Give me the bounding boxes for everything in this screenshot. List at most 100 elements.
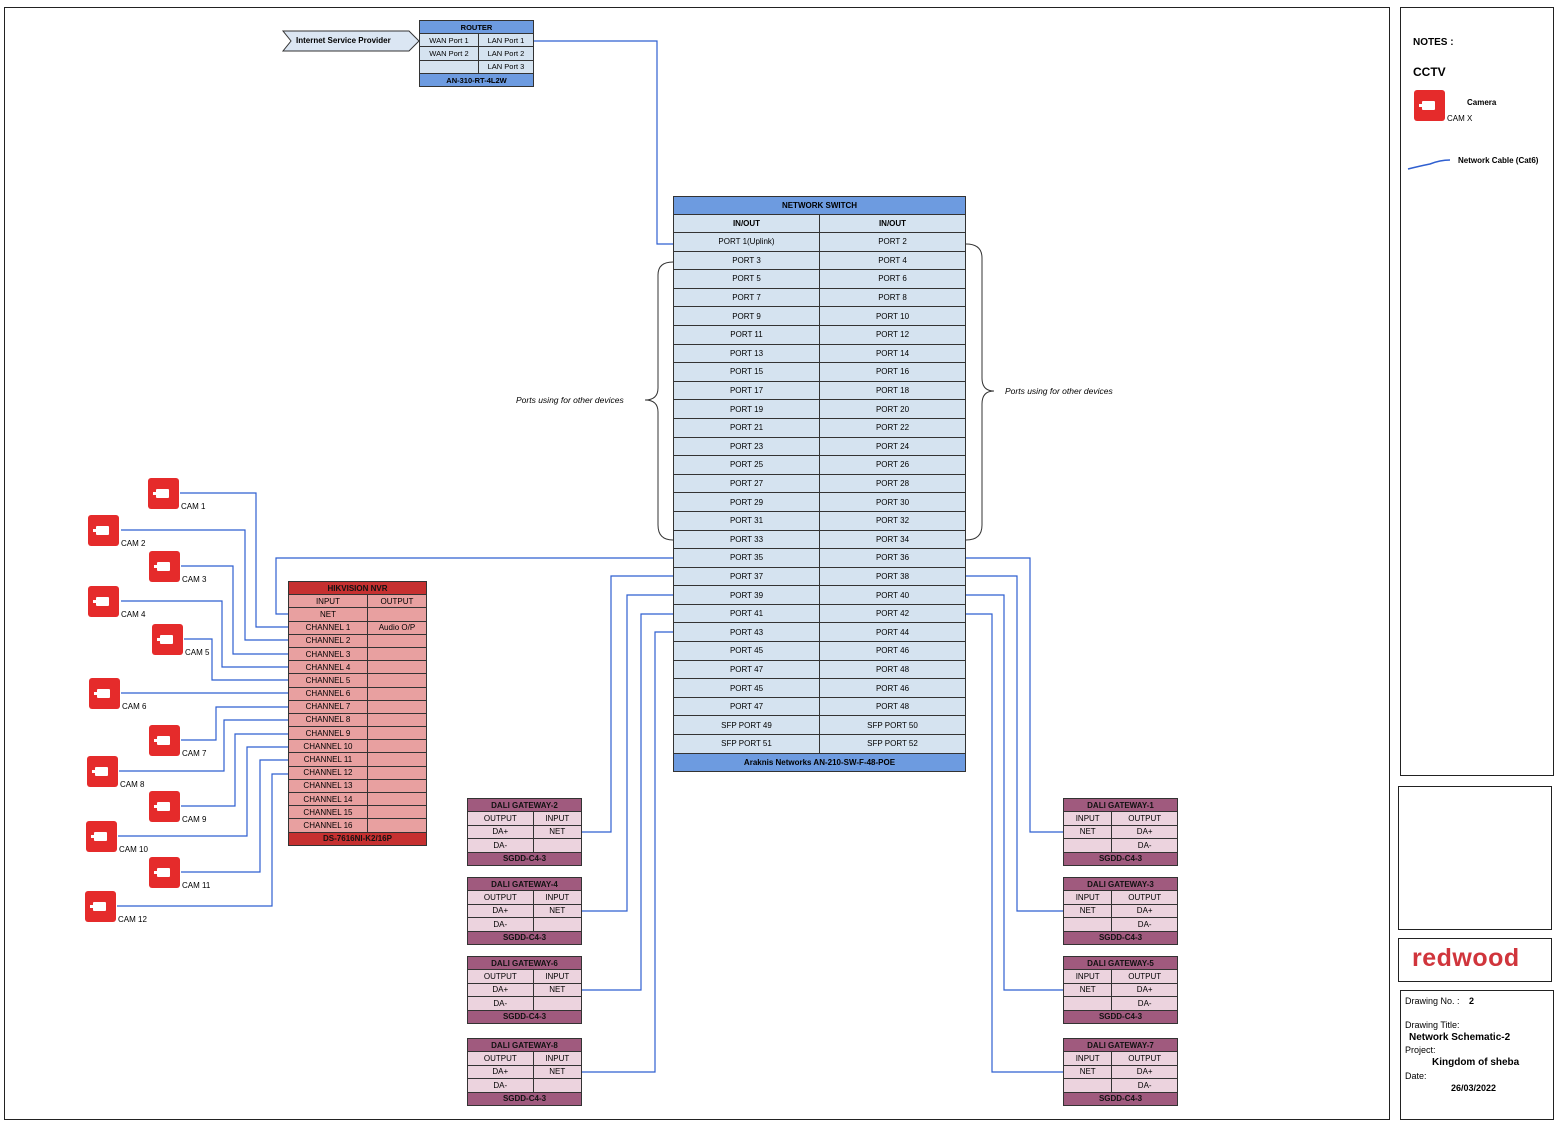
nvr-title: HIKVISION NVR xyxy=(288,580,427,596)
switch-port-cell: PORT 8 xyxy=(819,287,966,308)
legend-cable-label: Network Cable (Cat6) xyxy=(1458,156,1539,165)
date-label: Date: xyxy=(1405,1071,1427,1081)
switch-port-cell: PORT 3 xyxy=(673,250,820,271)
switch-port-cell: PORT 19 xyxy=(673,399,820,419)
legend-camera-icon xyxy=(1414,90,1445,121)
switch-port-cell: PORT 1(Uplink) xyxy=(673,232,820,252)
dali-cell: INPUT xyxy=(532,811,583,826)
company-logo: redwood xyxy=(1412,944,1520,972)
camera-icon xyxy=(88,515,119,546)
project-name: Kingdom of sheba xyxy=(1432,1057,1520,1068)
router-cell: LAN Port 1 xyxy=(477,32,535,48)
nvr-row: CHANNEL 7 xyxy=(288,699,428,714)
switch-port-cell: PORT 48 xyxy=(819,659,966,680)
nvr-cell: CHANNEL 11 xyxy=(288,752,368,767)
switch-port-cell: SFP PORT 49 xyxy=(673,715,820,736)
switch-port-cell: PORT 45 xyxy=(673,641,820,661)
nvr-cell xyxy=(366,726,428,741)
dali-cell: OUTPUT xyxy=(1111,1051,1178,1066)
dali-cell xyxy=(1062,1078,1113,1093)
camera-icon xyxy=(152,624,183,655)
dali-cell: NET xyxy=(1062,1064,1113,1080)
switch-port-cell: PORT 36 xyxy=(819,548,966,568)
camera-icon xyxy=(89,678,120,709)
dali-cell: DA+ xyxy=(1111,824,1178,840)
legend-camera-id: CAM X xyxy=(1447,114,1473,123)
nvr-cell: CHANNEL 4 xyxy=(288,660,368,675)
switch-port-cell: PORT 20 xyxy=(819,399,966,419)
drawing-border xyxy=(4,7,1390,1120)
switch-port-cell: PORT 34 xyxy=(819,529,966,550)
switch-title: NETWORK SWITCH xyxy=(673,196,966,215)
dali-cell: NET xyxy=(1062,903,1113,919)
nvr-cell xyxy=(366,686,428,701)
dali-cell: DA+ xyxy=(467,824,534,840)
switch-col-header: IN/OUT xyxy=(819,214,966,233)
switch-port-cell: PORT 35 xyxy=(673,548,820,568)
switch-port-cell: PORT 13 xyxy=(673,343,820,364)
nvr-cell: CHANNEL 1 xyxy=(288,620,368,635)
switch-port-cell: PORT 24 xyxy=(819,436,966,457)
dali-cell: INPUT xyxy=(532,969,583,984)
switch-port-cell: PORT 23 xyxy=(673,436,820,457)
dali-title: DALI GATEWAY-6 xyxy=(467,955,582,971)
nvr-cell xyxy=(366,607,428,622)
camera-icon xyxy=(149,551,180,582)
project-label: Project: xyxy=(1405,1045,1436,1055)
dali-cell: NET xyxy=(532,903,583,919)
switch-port-cell: PORT 38 xyxy=(819,566,966,587)
camera-icon xyxy=(148,478,179,509)
switch-port-cell: PORT 42 xyxy=(819,603,966,624)
dali-title: DALI GATEWAY-1 xyxy=(1063,797,1178,813)
nvr-cell xyxy=(366,778,428,794)
nvr-cell: CHANNEL 16 xyxy=(288,818,368,833)
router-cell: LAN Port 2 xyxy=(477,46,535,61)
dali-cell: OUTPUT xyxy=(467,1051,534,1066)
dali-model: SGDD-C4-3 xyxy=(467,1091,582,1106)
dali-cell: INPUT xyxy=(1062,1051,1113,1066)
dali-cell: DA- xyxy=(1111,838,1178,853)
drawing-no-label: Drawing No. : xyxy=(1405,996,1460,1006)
switch-port-cell: SFP PORT 51 xyxy=(673,734,820,754)
router-cell: WAN Port 2 xyxy=(419,46,479,61)
dali-cell xyxy=(1062,838,1113,853)
switch-port-cell: PORT 15 xyxy=(673,362,820,382)
dali-cell xyxy=(532,996,583,1011)
dali-title: DALI GATEWAY-5 xyxy=(1063,955,1178,971)
camera-icon xyxy=(85,891,116,922)
nvr-cell xyxy=(366,633,428,648)
camera-label: CAM 2 xyxy=(121,539,146,548)
dali-title: DALI GATEWAY-8 xyxy=(467,1037,582,1053)
nvr-cell: CHANNEL 8 xyxy=(288,712,368,728)
dali-cell: INPUT xyxy=(1062,969,1113,984)
isp-label: Internet Service Provider xyxy=(296,36,391,45)
dali-title: DALI GATEWAY-4 xyxy=(467,876,582,892)
switch-port-cell: PORT 46 xyxy=(819,641,966,661)
switch-port-cell: PORT 39 xyxy=(673,585,820,605)
dali-cell: DA+ xyxy=(1111,982,1178,998)
switch-port-cell: PORT 22 xyxy=(819,417,966,438)
nvr-cell xyxy=(366,646,428,662)
nvr-cell: Audio O/P xyxy=(366,620,428,635)
nvr-cell xyxy=(366,791,428,807)
router-cell: LAN Port 3 xyxy=(477,59,535,75)
nvr-row: CHANNEL 5 xyxy=(288,673,428,688)
dali-cell: NET xyxy=(1062,982,1113,998)
nvr-cell xyxy=(366,818,428,833)
switch-port-cell: PORT 21 xyxy=(673,417,820,438)
nvr-model: DS-7616NI-K2/16P xyxy=(288,831,427,846)
nvr-cell xyxy=(366,765,428,780)
nvr-cell xyxy=(366,660,428,675)
